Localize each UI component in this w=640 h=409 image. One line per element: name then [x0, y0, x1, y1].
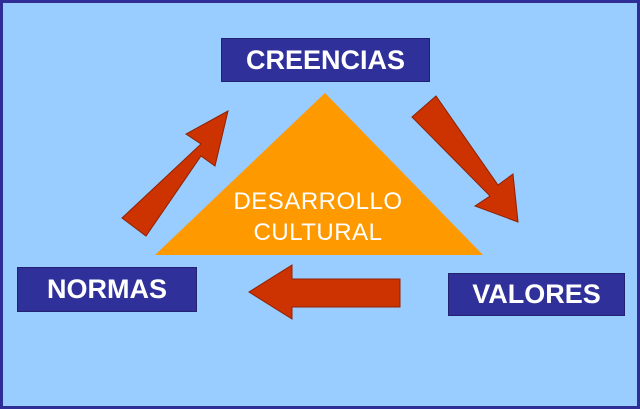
- label-valores-text: VALORES: [472, 279, 601, 309]
- center-label: DESARROLLO CULTURAL: [200, 186, 436, 248]
- label-normas: NORMAS: [17, 267, 197, 312]
- center-triangle: [155, 93, 483, 255]
- center-label-line2: CULTURAL: [253, 219, 383, 246]
- center-label-line1: DESARROLLO: [233, 188, 403, 215]
- label-normas-text: NORMAS: [47, 274, 167, 304]
- label-creencias-text: CREENCIAS: [245, 44, 406, 75]
- arrow-valores-to-normas: [248, 264, 401, 320]
- arrow-normas-to-creencias: [121, 110, 229, 237]
- label-creencias: CREENCIAS: [221, 38, 430, 82]
- arrow-creencias-to-valores: [411, 95, 519, 223]
- label-valores: VALORES: [448, 273, 625, 316]
